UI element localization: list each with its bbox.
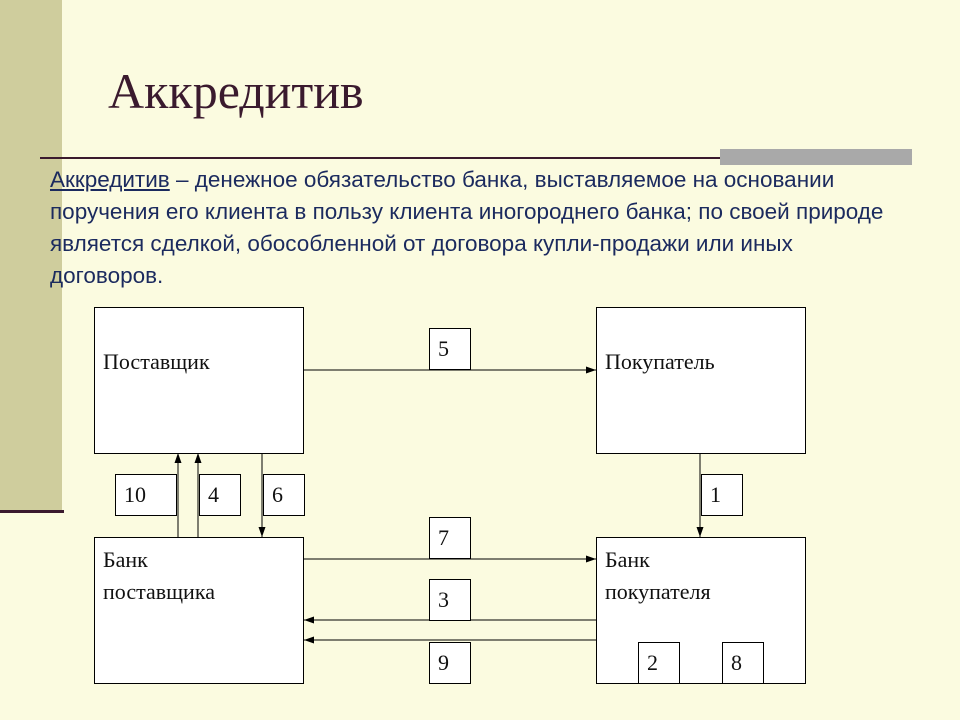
title-divider <box>40 157 912 159</box>
side-band <box>0 0 62 512</box>
step-9-box: 9 <box>429 642 471 684</box>
supplier-box: Поставщик <box>94 307 304 454</box>
step-2-box: 2 <box>638 642 680 684</box>
step-5-box: 5 <box>429 328 471 370</box>
buyer-label: Покупатель <box>605 349 715 374</box>
supplier-bank-box: Банк поставщика <box>94 537 304 684</box>
supplier-bank-label: Банк поставщика <box>103 547 215 604</box>
buyer-box: Покупатель <box>596 307 806 454</box>
buyer-bank-label: Банк покупателя <box>605 547 711 604</box>
definition-paragraph: Аккредитив – денежное обязательство банк… <box>50 164 890 292</box>
supplier-label: Поставщик <box>103 349 210 374</box>
step-7-box: 7 <box>429 517 471 559</box>
definition-text: – денежное обязательство банка, выставля… <box>50 167 884 288</box>
step-10-box: 10 <box>115 474 177 516</box>
title-accent-bar <box>720 149 912 165</box>
step-3-box: 3 <box>429 579 471 621</box>
side-rule <box>0 510 64 513</box>
definition-term: Аккредитив <box>50 167 170 192</box>
step-1-box: 1 <box>701 474 743 516</box>
step-6-box: 6 <box>263 474 305 516</box>
slide-title: Аккредитив <box>108 63 364 119</box>
step-4-box: 4 <box>199 474 241 516</box>
buyer-bank-box: Банк покупателя <box>596 537 806 684</box>
step-8-box: 8 <box>722 642 764 684</box>
